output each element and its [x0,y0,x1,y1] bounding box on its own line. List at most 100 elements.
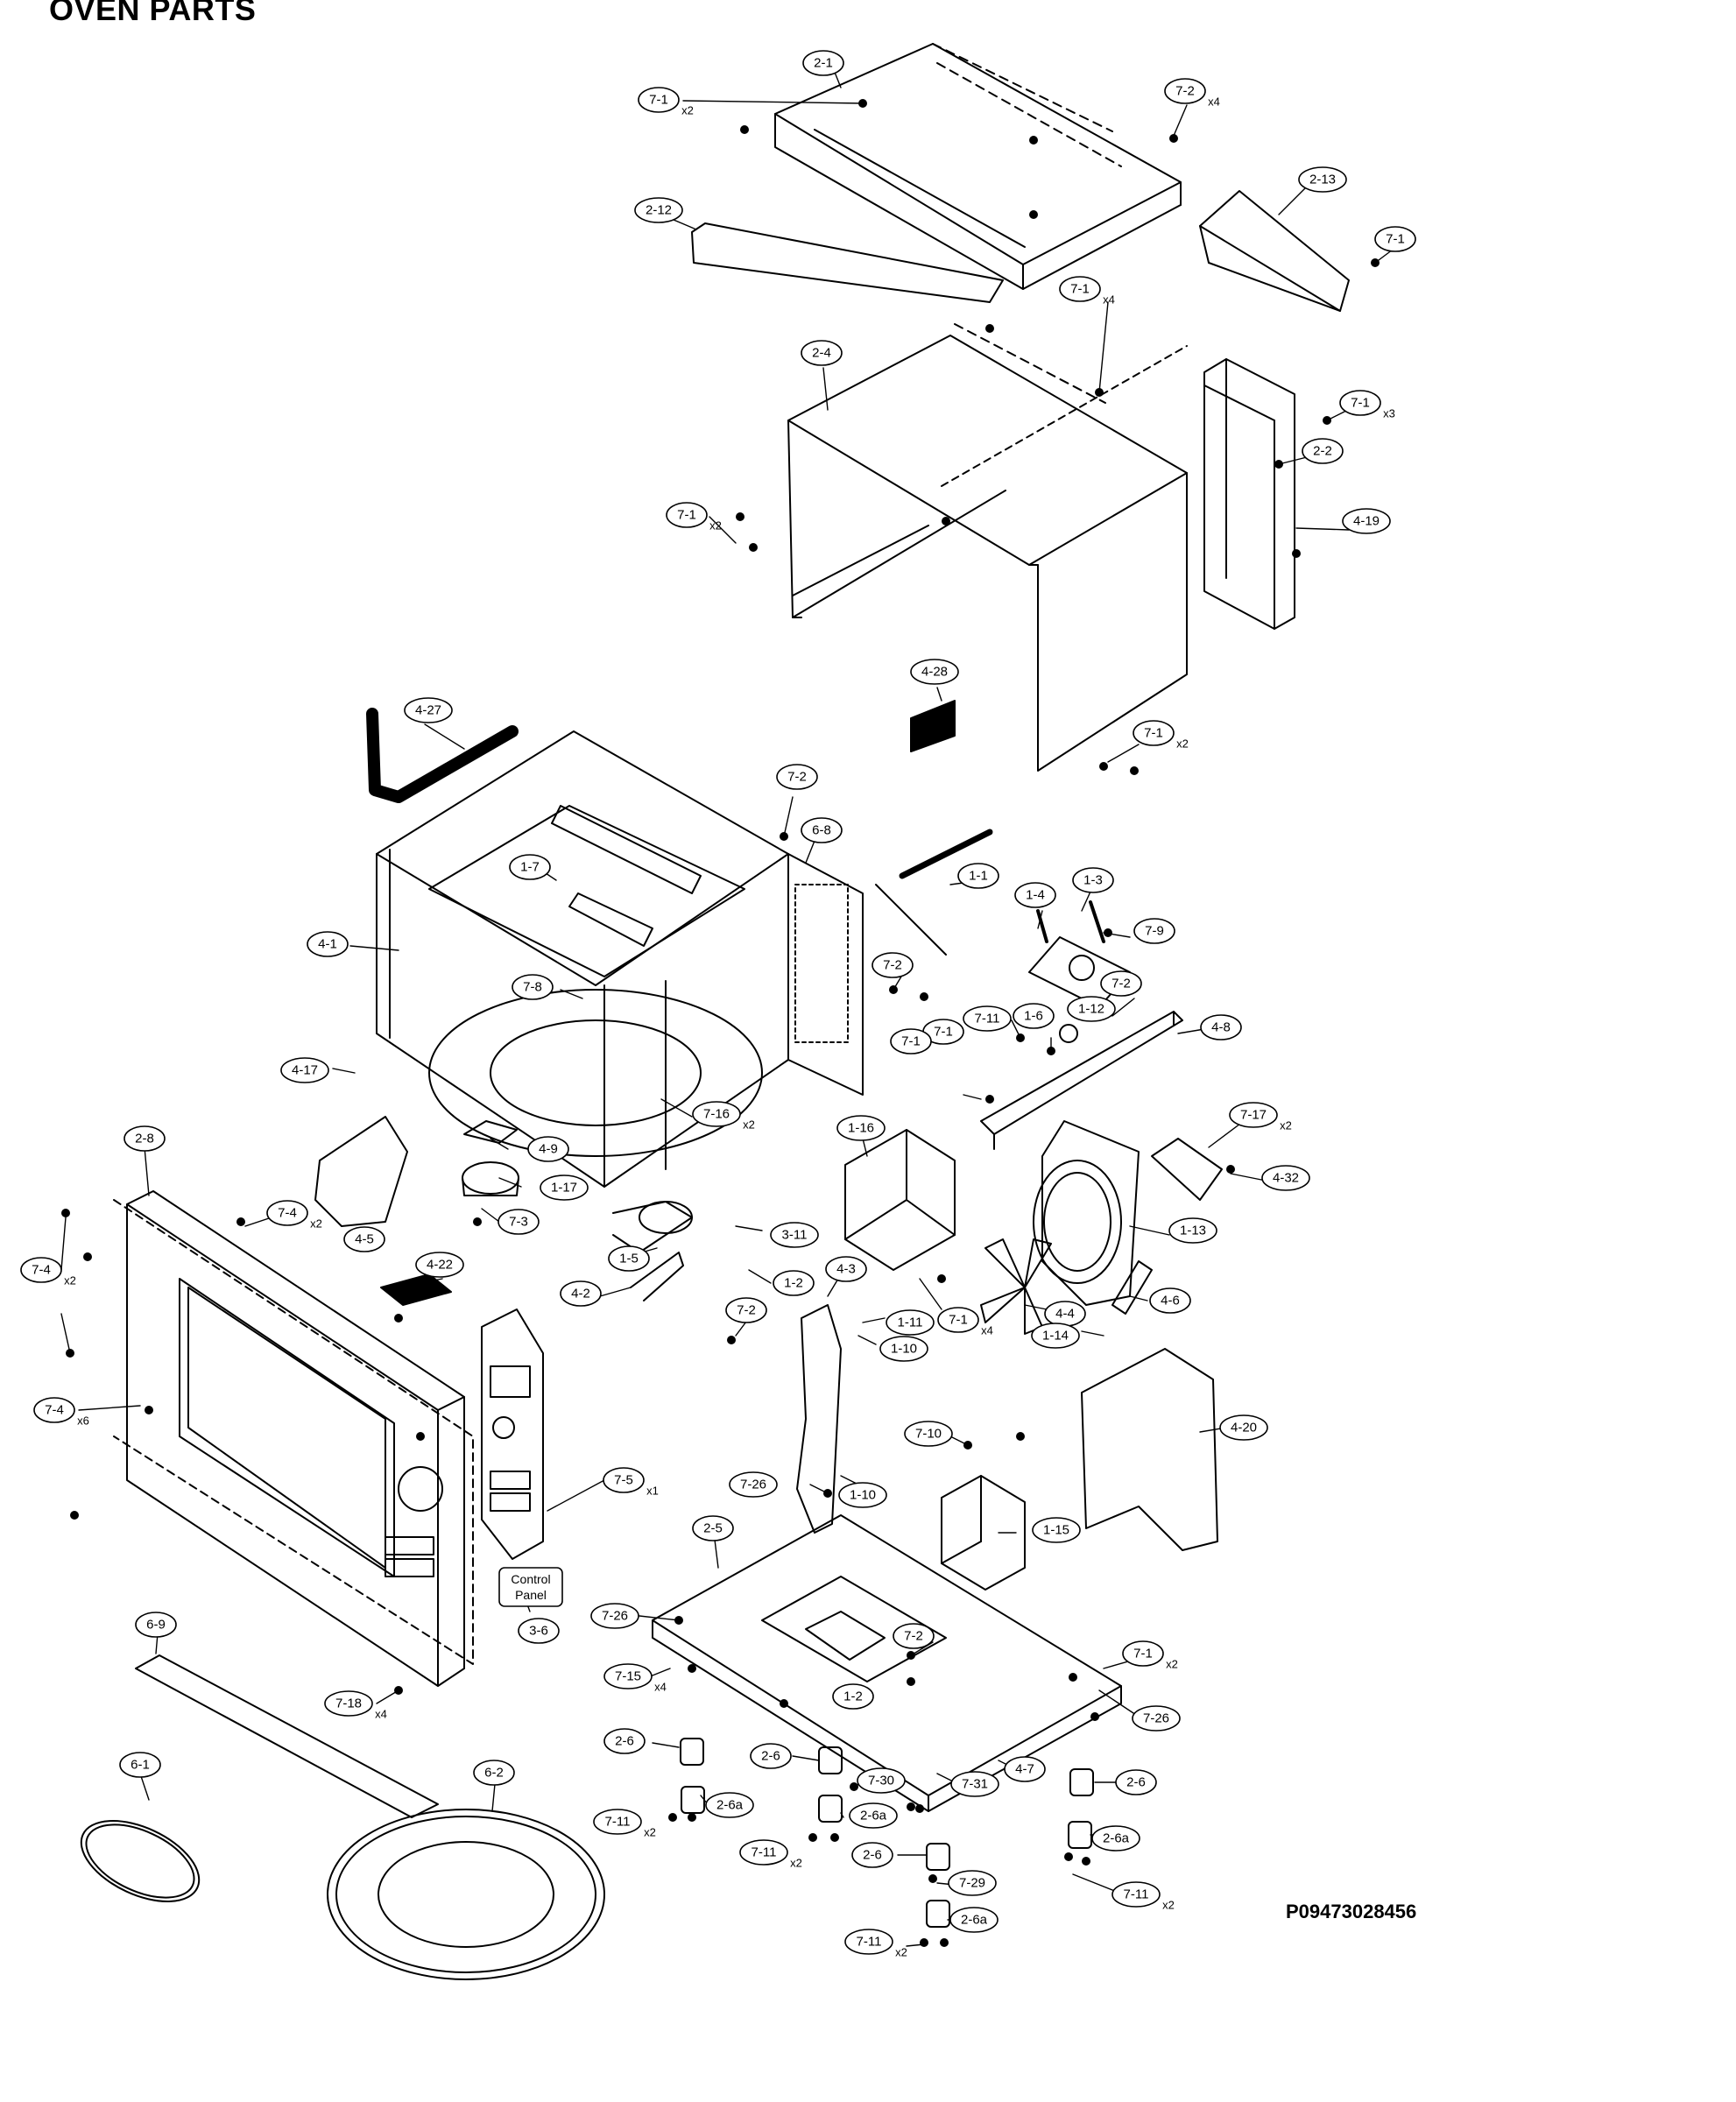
callout-text: 2-12 [646,203,672,218]
callout-bubble [904,1421,953,1447]
callout-quantity: x6 [77,1414,89,1428]
callout-bubble [949,1907,999,1933]
callout-quantity: x4 [981,1324,993,1337]
callout-text: 7-2 [737,1303,756,1318]
part-6-9-film [135,1654,439,1818]
callout-text: 2-6a [716,1798,744,1813]
callout-bubble [603,1467,645,1493]
callout-7-8: 7-8 [512,974,554,1000]
callout-7-11: 7-11 [963,1005,1012,1032]
callout-quantity: x4 [1208,95,1220,109]
callout-4-27: 4-27 [404,697,453,723]
part-2-12-bracket [691,222,1004,303]
callout-bubble [540,1174,589,1201]
callout-bubble [910,659,959,685]
callout-text: 7-11 [1124,1887,1149,1902]
callout-text: 1-5 [619,1252,639,1266]
callout-bubble [851,1842,893,1868]
callout-2-4: 2-4 [801,340,843,366]
callout-bubble [948,1870,997,1896]
callout-7-2: 7-2 [893,1623,935,1649]
callout-quantity: x2 [1280,1119,1292,1132]
callout-layer: 2-17-1x27-2x42-122-137-17-1x42-47-1x32-2… [20,50,1416,1959]
callout-4-4: 4-4 [1044,1301,1086,1327]
callout-4-2: 4-2 [560,1280,602,1307]
part-4-3-switch-holder [796,1304,842,1534]
callout-bubble [1032,1517,1081,1543]
callout-2-6a: 2-6a [705,1792,754,1818]
callout-7-1: 7-1x4 [1059,276,1115,307]
callout-bubble [1133,918,1175,944]
callout-2-8: 2-8 [123,1125,166,1152]
callout-quantity: x4 [375,1708,387,1721]
callout-bubble [603,1663,653,1689]
callout-bubble [280,1057,329,1083]
callout-7-9: 7-9 [1133,918,1175,944]
callout-bubble [593,1809,642,1835]
callout-bubble [802,50,844,76]
callout-7-10: 7-10 [904,1421,953,1447]
callout-text: 7-1 [1133,1647,1153,1661]
callout-text: 4-20 [1231,1421,1257,1435]
callout-7-1: 7-1x4 [937,1307,993,1337]
part-1-15-transformer [941,1475,1026,1591]
callout-text: 6-2 [484,1766,504,1781]
callout-text: 2-8 [135,1132,154,1146]
callout-bubble [857,1767,906,1794]
callout-bubble [729,1471,778,1498]
callout-2-6: 2-6 [851,1842,893,1868]
callout-1-13: 1-13 [1168,1217,1217,1244]
callout-bubble [937,1307,979,1333]
callout-text: 4-22 [427,1258,453,1273]
callout-bubble [1374,226,1416,252]
callout-bubble [1149,1287,1191,1314]
callout-7-31: 7-31 [950,1771,999,1797]
callout-text: 7-11 [752,1845,777,1860]
callout-bubble [1219,1414,1268,1441]
callout-bubble [750,1743,792,1769]
callout-text: 1-1 [969,869,988,884]
callout-text: 7-15 [615,1669,641,1684]
callout-bubble [1100,970,1142,997]
callout-bubble [1013,1003,1055,1029]
callout-bubble [770,1222,819,1248]
callout-bubble [1200,1014,1242,1040]
callout-text: 1-7 [520,860,540,875]
callout-1-7: 1-7 [509,854,551,880]
callout-1-4: 1-4 [1014,882,1056,908]
callout-quantity: x2 [1162,1899,1175,1912]
control-panel-label-line1: Control [511,1572,550,1586]
callout-4-22: 4-22 [415,1252,464,1278]
callout-4-7: 4-7 [1004,1756,1046,1782]
callout-quantity: x2 [681,104,694,117]
callout-7-2: 7-2 [776,764,818,790]
callout-1-10: 1-10 [838,1482,887,1508]
callout-1-12: 1-12 [1067,996,1116,1022]
callout-text: 1-16 [848,1121,874,1136]
callout-text: 6-9 [146,1618,166,1633]
callout-bubble [1067,996,1116,1022]
callout-text: 2-6 [863,1848,882,1863]
callout-quantity: x2 [644,1826,656,1839]
callout-6-2: 6-2 [473,1760,515,1786]
callout-4-9: 4-9 [527,1136,569,1162]
callout-text: 7-1 [901,1034,921,1049]
callout-quantity: x2 [743,1118,755,1132]
callout-text: 1-14 [1042,1329,1069,1344]
callout-bubble [518,1618,560,1644]
callout-text: 7-2 [883,958,902,973]
callout-text: 1-11 [898,1316,923,1330]
callout-text: 1-15 [1043,1523,1069,1538]
callout-bubble [473,1760,515,1786]
callout-bubble [560,1280,602,1307]
callout-text: 7-2 [787,770,807,785]
callout-7-2: 7-2x4 [1164,78,1220,109]
callout-bubble [498,1209,540,1235]
callout-bubble [119,1752,161,1778]
callout-bubble [890,1028,932,1055]
callout-7-30: 7-30 [857,1767,906,1794]
callout-bubble [324,1690,373,1717]
